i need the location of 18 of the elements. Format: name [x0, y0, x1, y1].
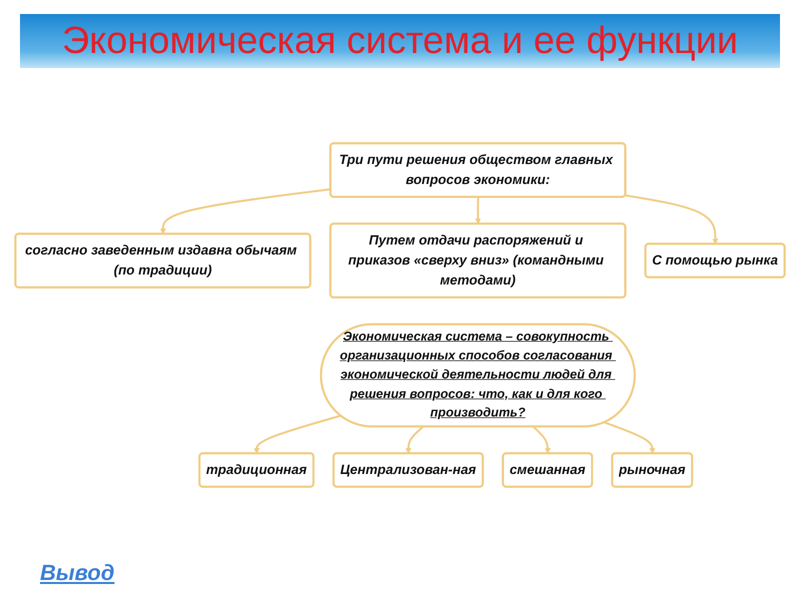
text-box: Три пути решения обществом главных вопросов экономики:: [329, 142, 626, 198]
arrow: [160, 188, 331, 234]
arrow: [532, 426, 551, 454]
title: Экономическая система и ее функции: [20, 14, 780, 68]
text-box: рыночная: [611, 452, 694, 488]
arrow: [625, 194, 718, 244]
arrow: [475, 197, 481, 224]
arrow: [254, 414, 341, 454]
oval: Экономическая система – совокупность организационных способов согласования экономической деятельности людей для решения вопросов: что, как и для кого производить?: [320, 323, 636, 428]
text-link: Вывод: [40, 560, 114, 585]
arrow: [604, 421, 656, 454]
text-box: смешанная: [502, 452, 594, 488]
arrow: [405, 426, 424, 454]
text-box: С помощью рынка: [644, 242, 786, 278]
text-box: традиционная: [198, 452, 314, 488]
text-box: согласно заведенным издавна обычаям (по традиции): [14, 232, 312, 288]
text-box: Централизован-ная: [332, 452, 484, 488]
text-box: Путем отдачи распоряжений и приказов «сверху вниз» (командными методами): [329, 222, 626, 298]
